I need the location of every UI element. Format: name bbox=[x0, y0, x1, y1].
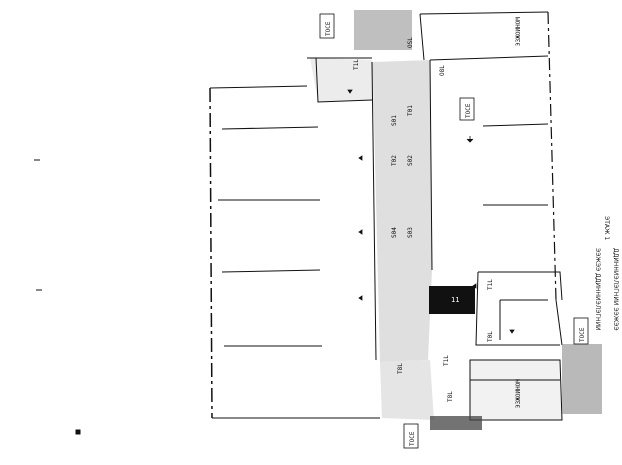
door-arrows bbox=[347, 89, 515, 334]
room-code: T1L bbox=[487, 279, 494, 290]
right-tag: TOCE bbox=[579, 327, 586, 342]
title-line-2: ЭТАЖ 1 bbox=[603, 216, 610, 240]
stray-marks bbox=[34, 159, 81, 435]
room-name-bottom: ЭЗЖОИНОМ bbox=[515, 379, 522, 408]
main-corridor bbox=[310, 58, 434, 420]
room-name-top: ЭЗЖОИНОМ bbox=[515, 17, 522, 46]
room-code: T8L bbox=[397, 363, 404, 374]
room-code: OSL bbox=[407, 37, 414, 48]
corridor-walls bbox=[307, 11, 549, 361]
room-code: S01 bbox=[391, 115, 398, 126]
room-code-labels: T1L S01 T01 T02 S02 S04 S03 O8L OSL T8L … bbox=[353, 37, 494, 402]
stairs bbox=[354, 10, 602, 430]
room-code: S03 bbox=[407, 227, 414, 238]
room-code: T0L bbox=[487, 331, 494, 342]
title-block: ДДИННИЭЛЭГНИИ ЭЭЖЭЭ ЭТАЖ 1 ЭЭЖЭЭ ДДИННИЭ… bbox=[594, 216, 619, 331]
right-service-block bbox=[469, 271, 563, 421]
room-code: T1L bbox=[443, 355, 450, 366]
partition-walls bbox=[218, 123, 549, 347]
room-code: S02 bbox=[407, 155, 414, 166]
tag-boxes bbox=[319, 13, 589, 449]
outer-wall bbox=[209, 11, 563, 419]
room-code: S04 bbox=[391, 227, 398, 238]
room-code: T02 bbox=[391, 155, 398, 166]
room-code: O8L bbox=[439, 65, 446, 76]
center-tag: TOCE bbox=[465, 103, 472, 118]
title-line-1: ДДИННИЭЛЭГНИИ ЭЭЖЭЭ bbox=[612, 248, 619, 331]
bottom-tag: TOCE bbox=[409, 431, 416, 446]
room-code: T8L bbox=[447, 391, 454, 402]
dark-room bbox=[429, 286, 475, 314]
room-code: T1L bbox=[353, 59, 360, 70]
dark-room-label: 11 bbox=[451, 296, 459, 304]
room-code: T01 bbox=[407, 105, 414, 116]
top-tag: TOCE bbox=[325, 21, 332, 36]
title-line-3: ЭЭЖЭЭ ДДИННИЭЛЭГНИИ bbox=[594, 248, 601, 331]
